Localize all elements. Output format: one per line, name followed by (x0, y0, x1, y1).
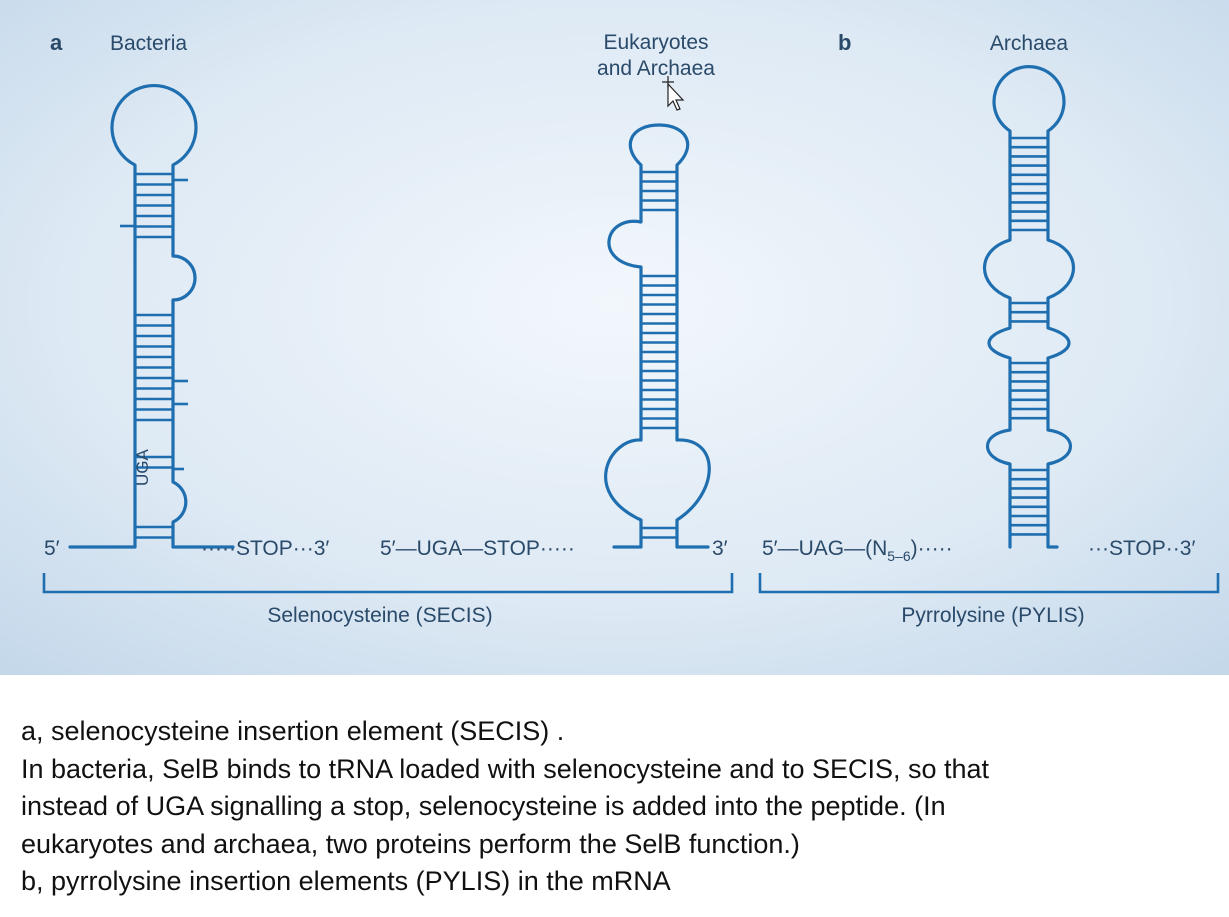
bacteria-stop-tail: ·····STOP···3′ (201, 537, 329, 560)
bacteria-title: Bacteria (110, 32, 187, 55)
bacteria-uga-codon: UGA (133, 449, 152, 487)
archaea-pylis-hairpin (983, 65, 1075, 549)
archaea-uag-sequence: 5′—UAG—(N5–6)····· (762, 537, 953, 564)
eukaryotes-title-line1: Eukaryotes (603, 31, 708, 54)
caption-line-1: a, selenocysteine insertion element (SEC… (21, 716, 565, 746)
archaea-stop-tail: ···STOP··3′ (1088, 537, 1195, 560)
caption-line-2: In bacteria, SelB binds to tRNA loaded w… (21, 753, 990, 784)
caption-line-3: instead of UGA signalling a stop, seleno… (21, 791, 946, 821)
bacteria-five-prime: 5′ (44, 537, 60, 560)
figure-panel: a Bacteria Eukaryotes and Archaea b Arch… (0, 0, 1229, 675)
eukaryote-uga-stop: 5′—UGA—STOP····· (380, 537, 575, 560)
archaea-close: )····· (911, 537, 953, 560)
eukaryotes-title-line2: and Archaea (597, 57, 715, 80)
eukaryote-secis-hairpin (604, 123, 711, 549)
figure-background (0, 0, 1229, 675)
panel-b-letter: b (838, 30, 851, 55)
caption-line-4: eukaryotes and archaea, two proteins per… (21, 828, 800, 859)
secis-pylis-diagram: a Bacteria Eukaryotes and Archaea b Arch… (0, 0, 1229, 675)
panel-a-letter: a (50, 30, 63, 55)
archaea-subscript: 5–6 (887, 548, 911, 564)
pylis-bracket (758, 573, 1220, 594)
move-cursor-icon (662, 76, 685, 111)
pylis-label: Pyrrolysine (PYLIS) (901, 604, 1084, 627)
secis-label: Selenocysteine (SECIS) (267, 604, 492, 627)
archaea-uag-head: 5′—UAG—(N (762, 537, 887, 560)
archaea-title: Archaea (990, 32, 1069, 55)
caption-line-5: b, pyrrolysine insertion elements (PYLIS… (21, 866, 671, 896)
secis-bracket (42, 573, 734, 594)
bacteria-secis-hairpin (68, 83, 235, 549)
eukaryote-three-prime: 3′ (712, 537, 728, 560)
figure-caption: a, selenocysteine insertion element (SEC… (21, 713, 1211, 901)
